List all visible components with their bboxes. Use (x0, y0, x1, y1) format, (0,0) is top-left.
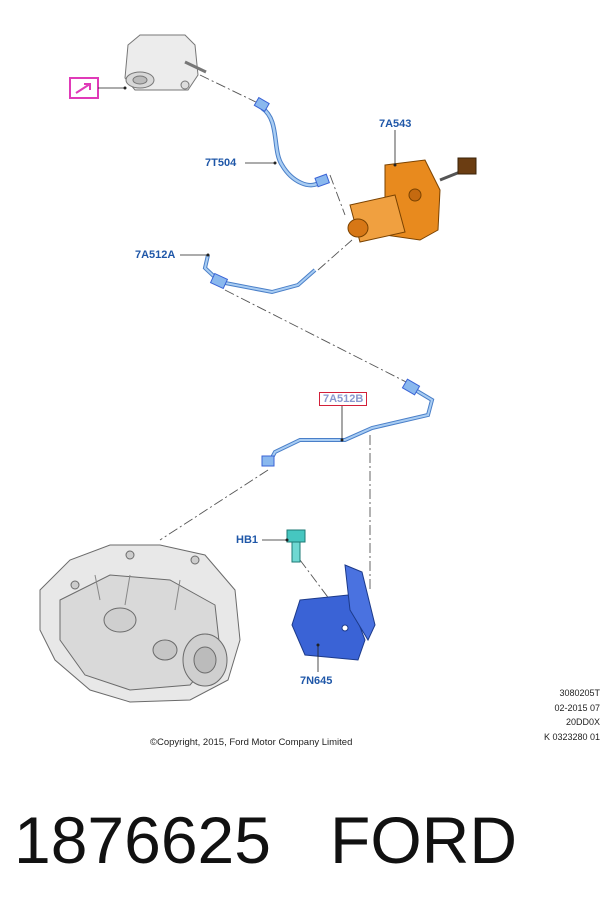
illustration-code: 02-2015 07 (554, 702, 600, 713)
callout-7a512b: 7A512B (319, 392, 368, 406)
tube-7a512a (180, 253, 317, 295)
callout-7t504: 7T504 (205, 157, 237, 169)
bolt-hb1 (262, 529, 306, 563)
copyright-notice: ©Copyright, 2015, Ford Motor Company Lim… (150, 737, 353, 748)
reference-marker-icon (69, 77, 127, 99)
tube-7a512b (261, 378, 435, 467)
illustration-codes: 3080205T 02-2015 07 20DD0X K 0323280 01 (544, 686, 600, 744)
brand-name: FORD (330, 803, 517, 877)
callout-7a543: 7A543 (379, 118, 412, 130)
bracket-7n645 (291, 564, 376, 672)
parts-diagram (39, 34, 477, 703)
part-number: 1876625 (14, 803, 271, 877)
illustration-code: 20DD0X (565, 717, 600, 727)
callout-hb1: HB1 (236, 534, 259, 546)
callout-7a512a: 7A512A (135, 249, 176, 261)
transmission-housing (39, 544, 241, 703)
hose-7t504 (245, 96, 330, 188)
master-cylinder-7a543 (347, 130, 477, 243)
callout-7n645: 7N645 (300, 675, 333, 687)
fluid-reservoir (124, 34, 207, 91)
centerlines (159, 74, 413, 601)
illustration-code: K 0323280 01 (543, 731, 600, 742)
illustration-code: 3080205T (559, 688, 600, 698)
